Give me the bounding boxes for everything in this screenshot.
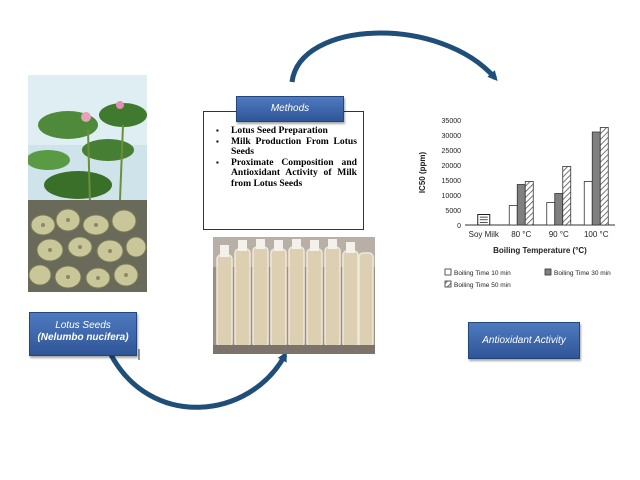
y-tick-label: 30000: [442, 133, 462, 140]
arrow-methods-to-activity: [289, 30, 498, 83]
bar: [562, 166, 572, 226]
legend-label: Boiling Time 50 min: [454, 282, 511, 289]
bar: [591, 131, 601, 226]
y-tick-label: 5000: [445, 208, 461, 215]
lotus-seeds-label-line2: (Nelumbo nucifera): [37, 332, 129, 343]
legend-label: Boiling Time 10 min: [454, 270, 511, 277]
bar: [546, 202, 556, 226]
legend-label: Boiling Time 30 min: [554, 270, 611, 277]
bar: [554, 193, 564, 226]
legend-swatch: [444, 268, 452, 276]
antioxidant-activity-label: Antioxidant Activity: [468, 322, 580, 359]
x-axis-label: Boiling Temperature (°C): [493, 246, 587, 255]
methods-item: Lotus Seed Preparation: [216, 125, 357, 137]
legend-swatch: [544, 268, 552, 276]
lotus-plant-photo: [28, 75, 147, 292]
ic50-bar-chart: 0 5000 10000 15000 20000 25000 30000 35000IC50 …: [418, 118, 615, 289]
legend-swatch: [444, 280, 452, 288]
bar: [599, 127, 609, 226]
y-tick-label: 15000: [442, 178, 462, 185]
x-tick-label: 100 °C: [584, 230, 609, 239]
y-tick-label: 10000: [442, 193, 462, 200]
methods-item: Proximate Composition and Antioxidant Ac…: [216, 157, 357, 190]
lotus-seeds-label-line1: Lotus Seeds: [55, 320, 111, 331]
arrow-seeds-to-methods: [107, 351, 288, 410]
y-axis-label: IC50 (ppm): [418, 152, 427, 194]
methods-list: Lotus Seed Preparation Milk Production F…: [212, 125, 357, 190]
y-tick-label: 0: [457, 223, 461, 230]
bar: [524, 181, 534, 226]
bar: [516, 184, 526, 226]
x-tick-label: 80 °C: [511, 230, 531, 239]
y-tick-label: 20000: [442, 163, 462, 170]
x-tick-label: 90 °C: [549, 230, 569, 239]
lotus-seeds-label: Lotus Seeds (Nelumbo nucifera): [29, 312, 137, 356]
y-tick-label: 35000: [442, 118, 462, 125]
methods-panel: Lotus Seed Preparation Milk Production F…: [203, 111, 364, 230]
methods-title: Methods: [236, 96, 344, 122]
y-tick-label: 25000: [442, 148, 462, 155]
methods-item: Milk Production From Lotus Seeds: [216, 136, 357, 158]
bar: [508, 205, 518, 226]
lotus-milk-bottles-photo: [213, 237, 375, 354]
bar: [583, 181, 593, 226]
x-tick-label: Soy Milk: [469, 230, 500, 239]
